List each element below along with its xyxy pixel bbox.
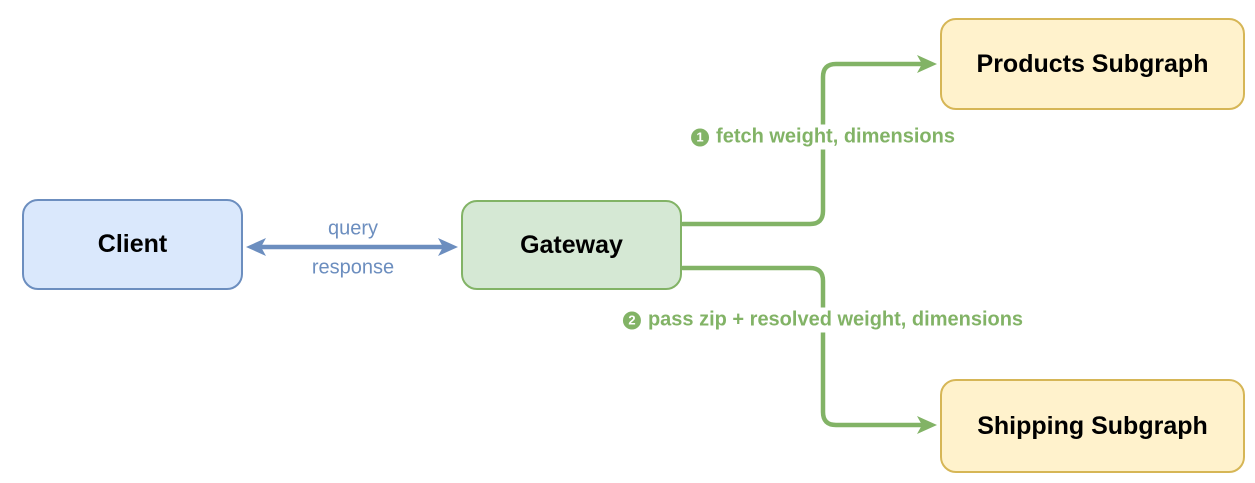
fetch-edge-label: 1 fetch weight, dimensions	[686, 124, 960, 150]
shipping-subgraph-node: Shipping Subgraph	[940, 379, 1245, 473]
arrowhead-to-gateway	[438, 238, 458, 256]
arrowhead-to-shipping	[917, 416, 937, 434]
pass-zip-edge-label: 2 pass zip + resolved weight, dimensions	[617, 307, 1029, 333]
edge-gateway-shipping	[680, 265, 937, 434]
arrowhead-to-products	[917, 55, 937, 73]
response-edge-label: response	[306, 255, 400, 281]
products-subgraph-label: Products Subgraph	[976, 49, 1209, 78]
arrowhead-to-client	[246, 238, 266, 256]
fetch-edge-text: fetch weight, dimensions	[716, 125, 955, 148]
shipping-subgraph-label: Shipping Subgraph	[977, 411, 1208, 440]
step-2-badge: 2	[622, 311, 641, 329]
client-node-label: Client	[97, 230, 168, 258]
gateway-node-label: Gateway	[520, 230, 623, 259]
gateway-node: Gateway	[461, 200, 682, 290]
step-1-badge: 1	[691, 128, 710, 146]
products-subgraph-node: Products Subgraph	[940, 18, 1245, 110]
query-edge-label: query	[322, 216, 384, 242]
pass-zip-edge-text: pass zip + resolved weight, dimensions	[647, 308, 1024, 331]
pass-zip-line	[680, 265, 924, 428]
edge-client-gateway	[246, 238, 458, 256]
client-node: Client	[22, 199, 243, 290]
